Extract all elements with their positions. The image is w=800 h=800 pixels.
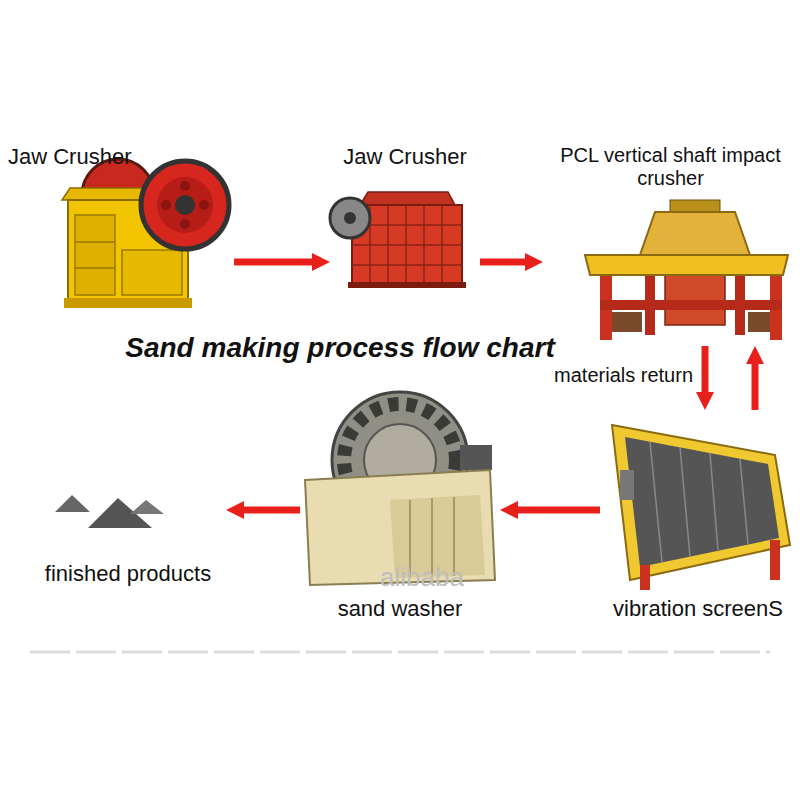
jaw-crusher-figure-part [75, 241, 115, 243]
jaw-crusher-figure-part [122, 250, 182, 295]
machine-label: sand washer [338, 596, 463, 621]
jaw-crusher-figure [62, 159, 229, 308]
vertical-shaft-impact-crusher-figure-part [600, 300, 782, 310]
jaw-crusher-figure-part [141, 161, 229, 249]
jaw-crusher-figure-part [75, 267, 115, 269]
edge-label: materials return [552, 364, 695, 387]
vibration-screen-figure-part [612, 425, 790, 580]
flow-arrow [518, 507, 600, 514]
jaw-crusher-figure-part [330, 198, 370, 238]
process-node: Jaw Crusher [4, 140, 234, 312]
sand-pile-figure-part [130, 500, 164, 514]
jaw-crusher-figure-part [344, 212, 356, 224]
vertical-shaft-impact-crusher-figure-part [612, 312, 642, 332]
flow-arrow [234, 259, 312, 266]
sand-washer-figure-part [460, 445, 492, 470]
jaw-crusher-figure-part [75, 215, 115, 295]
watermark: alibaba [380, 562, 464, 593]
vertical-shaft-impact-crusher-figure-part [640, 212, 750, 255]
jaw-crusher-figure-part [348, 282, 466, 288]
flow-arrow [244, 507, 300, 514]
process-node: Jaw Crusher [330, 140, 480, 292]
flow-arrow [752, 364, 759, 410]
jaw-crusher-figure [330, 192, 466, 288]
vibration-screen-figure [612, 425, 790, 590]
jaw-crusher-figure-part [64, 298, 192, 308]
flow-arrow [480, 259, 525, 266]
machine-label: finished products [45, 561, 211, 586]
jaw-crusher-figure-part [199, 200, 209, 210]
sand-washer-figure [305, 392, 495, 585]
process-node: vibration screenS [600, 410, 796, 625]
sand-pile-figure-part [55, 495, 90, 512]
machine-label: Jaw Crusher [8, 144, 131, 169]
machine-label: Jaw Crusher [343, 144, 466, 169]
vertical-shaft-impact-crusher-figure [585, 200, 788, 340]
chart-title: Sand making process flow chart [100, 332, 580, 364]
vibration-screen-figure-part [650, 442, 748, 562]
vertical-shaft-impact-crusher-figure-part [748, 312, 770, 332]
sand-pile-figure [55, 495, 164, 528]
jaw-crusher-figure-part [180, 181, 190, 191]
flow-arrow [702, 346, 709, 392]
vertical-shaft-impact-crusher-figure-part [585, 255, 788, 275]
vibration-screen-figure-part [620, 470, 634, 500]
vertical-shaft-impact-crusher-figure-part [670, 200, 720, 212]
process-node: PCL vertical shaft impact crusher [543, 140, 798, 346]
vibration-screen-figure-part [625, 437, 779, 567]
jaw-crusher-figure-part [161, 200, 171, 210]
jaw-crusher-figure-part [180, 219, 190, 229]
jaw-crusher-figure-part [175, 195, 195, 215]
machine-label: PCL vertical shaft impact crusher [547, 144, 794, 190]
vibration-screen-figure-part [770, 540, 780, 580]
jaw-crusher-figure-part [157, 177, 213, 233]
machine-label: vibration screenS [613, 596, 783, 621]
jaw-crusher-figure-part [360, 192, 455, 205]
vibration-screen-figure-part [640, 565, 650, 590]
faint-rule [30, 651, 770, 654]
process-node: finished products [30, 480, 226, 590]
